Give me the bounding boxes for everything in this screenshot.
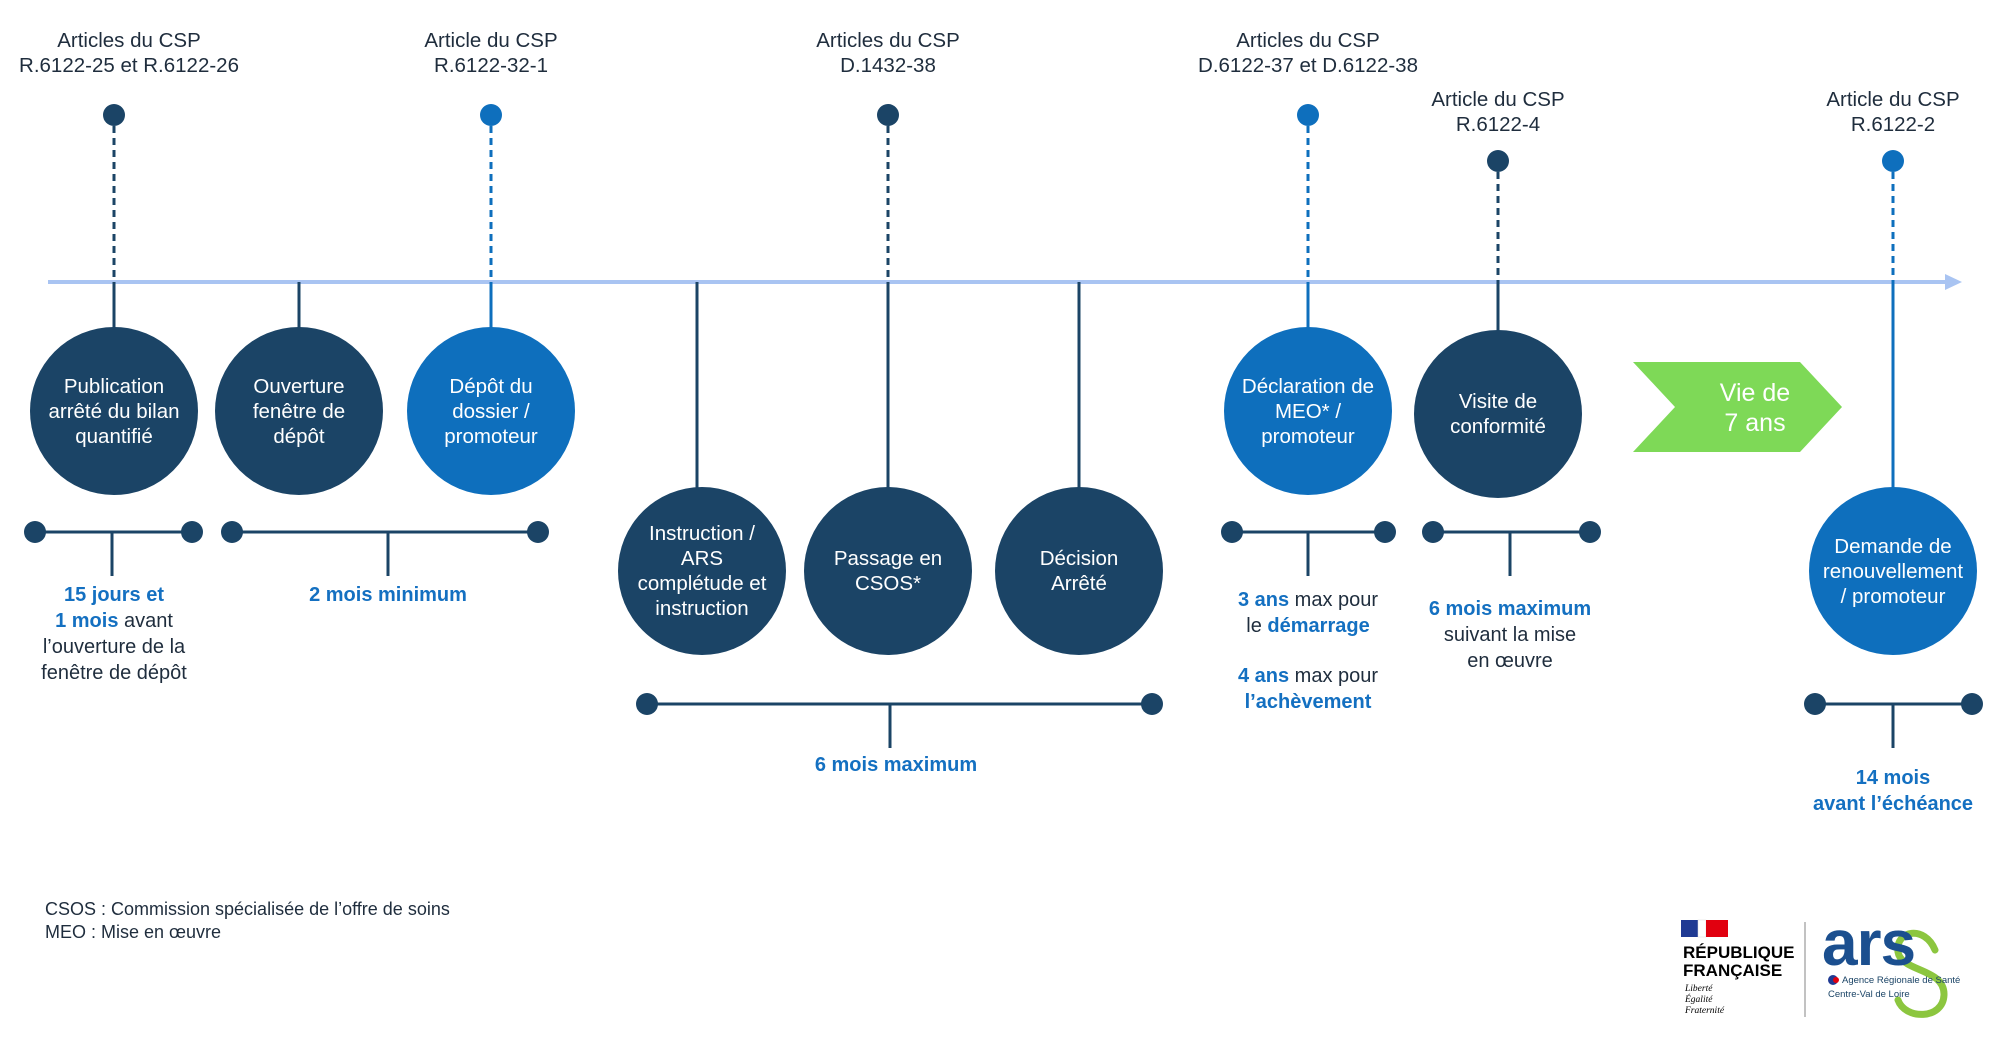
rf-motto2: Égalité	[1685, 995, 1713, 1005]
duration-text: le	[1246, 615, 1268, 637]
duration-highlight: l’achèvement	[1244, 691, 1372, 713]
bracket-4	[1221, 521, 1396, 576]
duration-highlight: 2 mois minimum	[309, 584, 467, 606]
step-depot: Dépôt du dossier / promoteur	[407, 327, 575, 495]
step-label: Instruction / ARS complétude et instruct…	[637, 522, 767, 620]
reference-title: Article du CSP	[424, 29, 558, 52]
duration-text: en œuvre	[1467, 650, 1553, 672]
reference-code: R.6122-32-1	[434, 54, 548, 77]
bracket-5	[1422, 521, 1601, 576]
step-csos: Passage en CSOS*	[804, 487, 972, 655]
reference-code: R.6122-2	[1850, 113, 1936, 136]
rf-motto: Liberté Égalité Fraternité	[1685, 984, 1724, 1017]
duration-instruction: 6 mois maximum	[776, 752, 1016, 778]
duration-highlight: 15 jours et	[63, 584, 165, 606]
pin-1	[103, 104, 125, 330]
duration-text: max pour	[1289, 665, 1379, 687]
step-publication: Publication arrêté du bilan quantifié	[30, 327, 198, 495]
step-ouverture: Ouverture fenêtre de dépôt	[215, 327, 383, 495]
step-label: Publication arrêté du bilan quantifié	[48, 374, 180, 448]
ars-region-name: Centre-Val de Loire	[1828, 989, 1910, 1000]
reference-title: Article du CSP	[1826, 88, 1960, 111]
abbreviation-legend: CSOS : Commission spécialisée de l’offre…	[45, 898, 450, 944]
reference-label-2: Article du CSP R.6122-32-1	[391, 28, 591, 78]
duration-highlight: 14 mois	[1855, 767, 1931, 789]
legend-csos: CSOS : Commission spécialisée de l’offre…	[45, 899, 450, 919]
duration-highlight: avant l’échéance	[1812, 793, 1974, 815]
ars-logo	[1828, 929, 1948, 1018]
pin-2	[480, 104, 502, 330]
reference-label-4: Articles du CSP D.6122-37 et D.6122-38	[1183, 28, 1433, 78]
reference-code: D.6122-37 et D.6122-38	[1198, 54, 1418, 77]
step-label: Visite de conformité	[1450, 390, 1546, 438]
bracket-6	[1804, 693, 1983, 748]
duration-text: suivant la mise	[1443, 624, 1577, 646]
rf-line1: RÉPUBLIQUE	[1683, 943, 1795, 962]
bracket-2	[221, 521, 549, 576]
ars-agency-name: Agence Régionale de Santé	[1842, 975, 1961, 986]
life-span-line1: Vie de	[1719, 379, 1791, 407]
duration-highlight: 4 ans	[1237, 665, 1290, 687]
duration-meo: 3 ans max pour le démarrage 4 ans max po…	[1193, 587, 1423, 715]
duration-text: avant	[118, 610, 173, 632]
reference-label-1: Articles du CSP R.6122-25 et R.6122-26	[14, 28, 244, 78]
step-label: Décision Arrêté	[1039, 547, 1119, 595]
pin-5	[1487, 150, 1509, 332]
duration-text: max pour	[1289, 589, 1379, 611]
reference-label-5: Article du CSP R.6122-4	[1398, 87, 1598, 137]
duration-fenetre: 2 mois minimum	[268, 582, 508, 608]
bracket-1	[24, 521, 203, 576]
step-decision: Décision Arrêté	[995, 487, 1163, 655]
reference-code: R.6122-4	[1455, 113, 1541, 136]
duration-highlight: 6 mois maximum	[814, 754, 978, 776]
duration-highlight: 6 mois maximum	[1428, 598, 1592, 620]
step-label: Déclaration de MEO* / promoteur	[1241, 374, 1375, 448]
step-visite-conformite: Visite de conformité	[1414, 330, 1582, 498]
reference-code: D.1432-38	[840, 54, 936, 77]
duration-text: l’ouverture de la	[42, 636, 186, 658]
step-declaration-meo: Déclaration de MEO* / promoteur	[1224, 327, 1392, 495]
rf-motto1: Liberté	[1685, 984, 1713, 994]
reference-title: Articles du CSP	[57, 29, 201, 52]
duration-visite: 6 mois maximum suivant la mise en œuvre	[1395, 596, 1625, 674]
reference-code: R.6122-25 et R.6122-26	[19, 54, 239, 77]
rf-motto3: Fraternité	[1685, 1006, 1725, 1016]
life-span-line2: 7 ans	[1724, 409, 1786, 437]
reference-title: Articles du CSP	[1236, 29, 1380, 52]
step-label: Dépôt du dossier / promoteur	[444, 374, 538, 448]
step-label: Ouverture fenêtre de dépôt	[252, 374, 346, 448]
duration-renouvellement: 14 mois avant l’échéance	[1793, 765, 1993, 817]
ars-wordmark: ars	[1822, 907, 1916, 979]
republique-francaise-logo	[1681, 919, 1728, 938]
pin-3	[877, 104, 899, 488]
duration-text: fenêtre de dépôt	[41, 662, 187, 684]
duration-publication: 15 jours et 1 mois avant l’ouverture de …	[14, 582, 214, 686]
rf-title: RÉPUBLIQUE FRANÇAISE	[1683, 944, 1794, 980]
duration-highlight: démarrage	[1267, 615, 1370, 637]
reference-title: Article du CSP	[1431, 88, 1565, 111]
step-label: Demande de renouvellement / promoteur	[1822, 534, 1964, 608]
step-instruction: Instruction / ARS complétude et instruct…	[618, 487, 786, 655]
duration-highlight: 3 ans	[1237, 589, 1290, 611]
reference-title: Articles du CSP	[816, 29, 960, 52]
timeline-arrowhead	[1945, 274, 1962, 290]
reference-label-3: Articles du CSP D.1432-38	[788, 28, 988, 78]
pin-6	[1882, 150, 1904, 490]
step-label: Passage en CSOS*	[833, 547, 943, 595]
duration-highlight: 1 mois	[55, 610, 119, 632]
life-span-arrow	[1633, 362, 1842, 452]
step-renouvellement: Demande de renouvellement / promoteur	[1809, 487, 1977, 655]
reference-label-6: Article du CSP R.6122-2	[1793, 87, 1993, 137]
pin-4	[1297, 104, 1319, 330]
legend-meo: MEO : Mise en œuvre	[45, 922, 222, 942]
rf-line2: FRANÇAISE	[1683, 961, 1783, 980]
bracket-3	[636, 693, 1163, 748]
life-span-label: Vie de 7 ans	[1640, 378, 1870, 438]
